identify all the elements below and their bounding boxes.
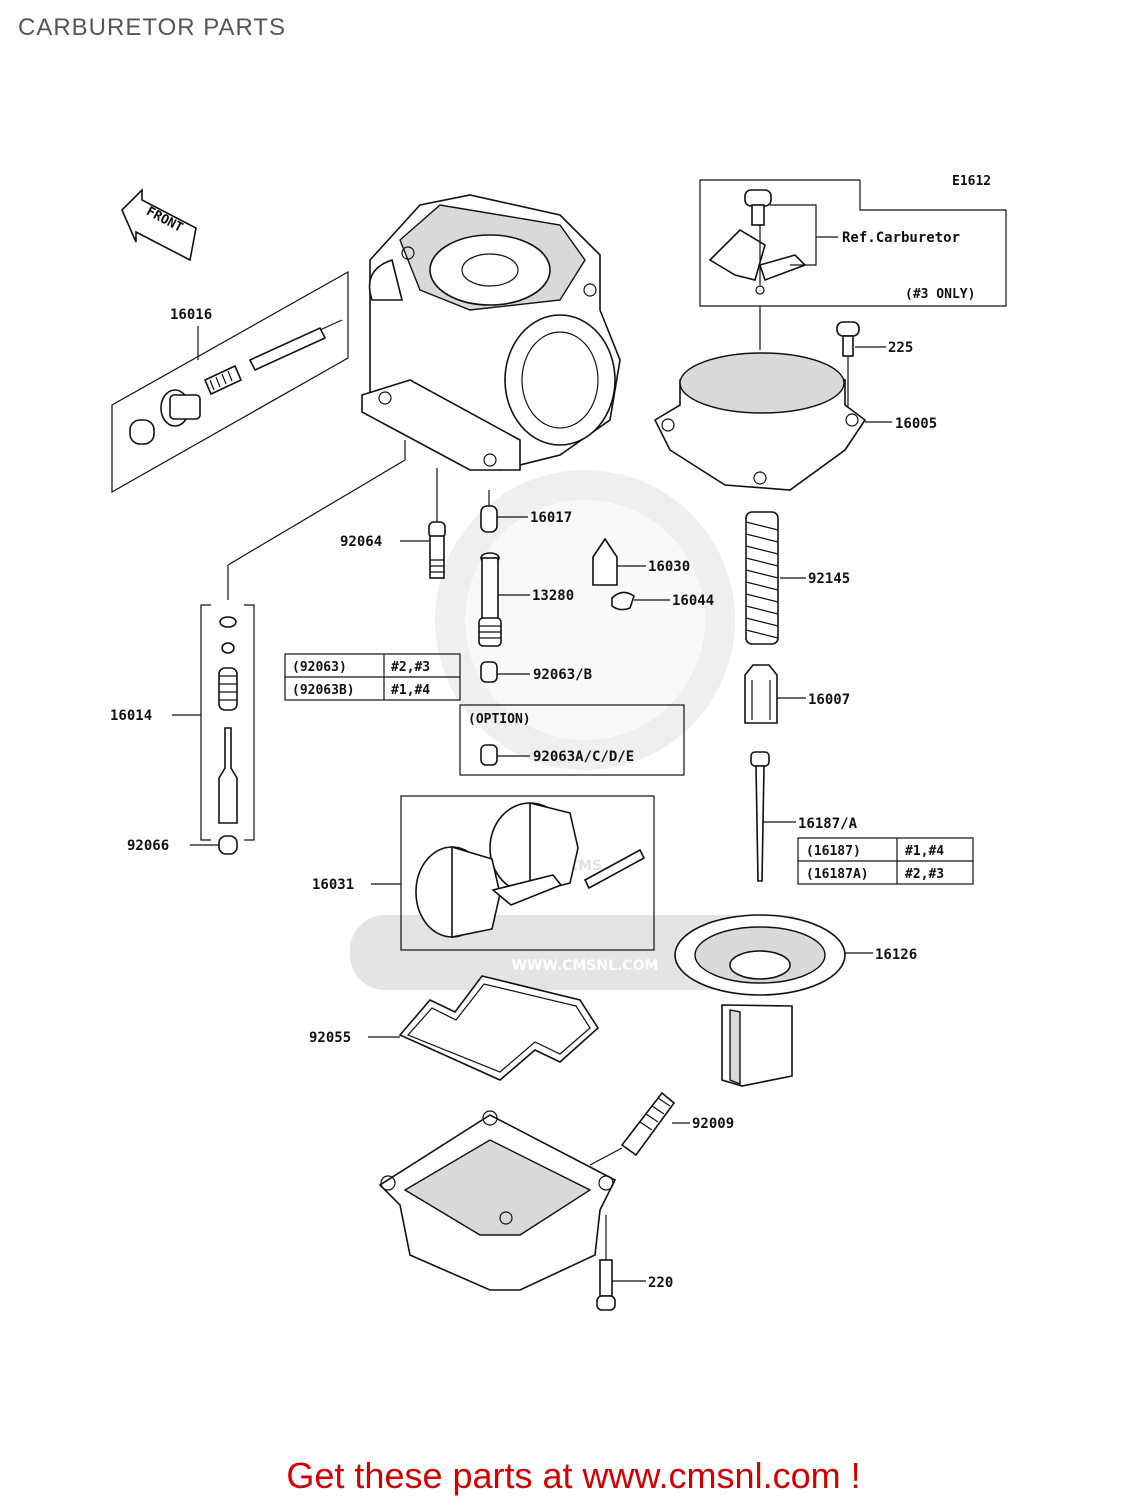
part-16031-label: 16031 — [312, 877, 354, 893]
diaphragm-16126 — [674, 914, 873, 1087]
part-16030-label: 16030 — [648, 559, 690, 575]
part-92063b-label: 92063/B — [533, 667, 592, 683]
part-16126-label: 16126 — [875, 947, 917, 963]
screw-220 — [596, 1215, 646, 1311]
carburetor-body — [361, 194, 621, 471]
part-16007-label: 16007 — [808, 692, 850, 708]
part-16017-label: 16017 — [530, 510, 572, 526]
page-title: CARBURETOR PARTS — [18, 14, 287, 41]
jet-table-92063: (92063) #2,#3 (92063B) #1,#4 — [284, 653, 461, 701]
t92063-row2-part: (92063B) — [292, 683, 355, 698]
part-92063a-label: 92063A/C/D/E — [533, 749, 634, 765]
part-16016-label: 16016 — [170, 307, 212, 323]
part-13280-label: 13280 — [532, 588, 574, 604]
pilot-screw-group — [111, 270, 349, 494]
ref-carburetor-label: Ref.Carburetor — [842, 230, 960, 246]
t16187-row1-applies: #1,#4 — [905, 844, 944, 859]
part-92066-label: 92066 — [127, 838, 169, 854]
needle-holder-16007 — [744, 664, 806, 724]
t16187-row1-part: (16187) — [806, 844, 861, 859]
float-valve-group-16014 — [172, 440, 406, 841]
part-labels: 16016 16014 92066 92064 16017 13280 1603… — [110, 307, 937, 1291]
clip-16044 — [611, 591, 670, 611]
ref-carburetor-box: Ref.Carburetor (#3 ONLY) — [699, 179, 1007, 350]
get-parts-link[interactable]: Get these parts at www.cmsnl.com ! — [286, 1455, 861, 1496]
part-92145-label: 92145 — [808, 571, 850, 587]
t92063-row2-applies: #1,#4 — [391, 683, 430, 698]
jet-holder-16017 — [480, 490, 528, 533]
float-bowl — [378, 1110, 617, 1291]
part-92009-label: 92009 — [692, 1116, 734, 1132]
t92063-row1-part: (92063) — [292, 660, 347, 675]
top-cover-16005 — [653, 352, 892, 491]
t16187-row2-part: (16187A) — [806, 867, 869, 882]
watermark-url: WWW.CMSNL.COM — [512, 958, 659, 974]
jet-92064 — [400, 468, 446, 579]
ref-carburetor-note: (#3 ONLY) — [905, 287, 975, 302]
watermark-logo: CMS — [568, 858, 602, 874]
air-screw-92009 — [589, 1091, 690, 1166]
t92063-row1-applies: #2,#3 — [391, 660, 430, 675]
option-box-title: (OPTION) — [468, 712, 531, 727]
main-jet-92063 — [480, 661, 530, 683]
jet-needle-table-16187: (16187) #1,#4 (16187A) #2,#3 — [797, 837, 974, 885]
front-arrow-icon: FRONT — [121, 188, 197, 262]
part-225-label: 225 — [888, 340, 913, 356]
gasket-92055 — [368, 975, 600, 1081]
part-16005-label: 16005 — [895, 416, 937, 432]
diagram-code: E1612 — [952, 174, 991, 189]
plug-92066 — [190, 835, 238, 855]
screw-225 — [836, 321, 886, 412]
part-92064-label: 92064 — [340, 534, 382, 550]
t16187-row2-applies: #2,#3 — [905, 867, 944, 882]
jet-needle-16187 — [750, 751, 796, 882]
option-box: (OPTION) — [459, 704, 685, 776]
float-16031 — [371, 795, 655, 951]
part-16044-label: 16044 — [672, 593, 714, 609]
float-valve-16030 — [592, 537, 646, 586]
part-16187a-label: 16187/A — [798, 816, 858, 832]
spring-92145 — [745, 511, 806, 645]
part-92055-label: 92055 — [309, 1030, 351, 1046]
part-220-label: 220 — [648, 1275, 673, 1291]
part-16014-label: 16014 — [110, 708, 152, 724]
needle-jet-13280 — [478, 552, 530, 647]
